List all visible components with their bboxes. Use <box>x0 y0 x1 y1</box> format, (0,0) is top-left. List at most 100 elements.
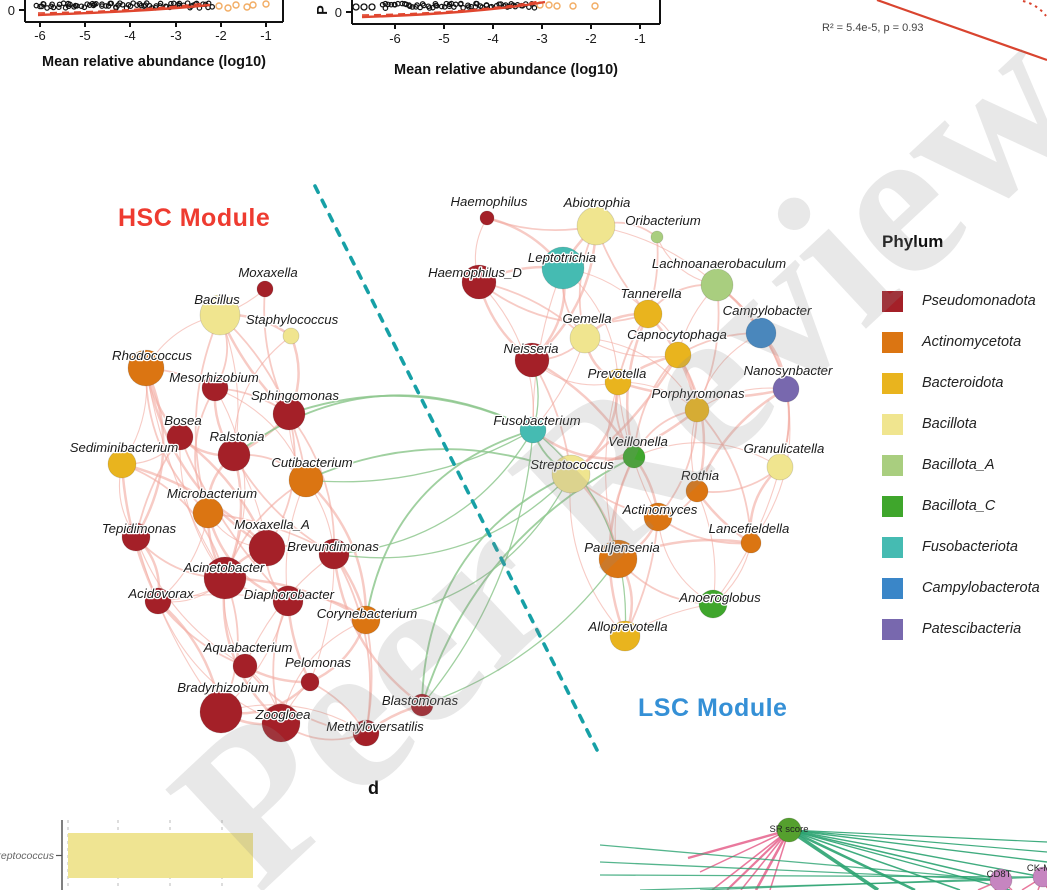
node-label: Rothia <box>681 468 719 483</box>
data-point-orange <box>243 3 251 11</box>
data-point-orange <box>569 2 577 10</box>
legend-swatch <box>882 495 903 517</box>
node-label: Blastomonas <box>382 693 459 708</box>
intra-module-edge <box>696 490 716 605</box>
positive-edge <box>788 829 1047 863</box>
bar-category-label: reptococcus <box>0 850 55 862</box>
network-node <box>144 587 172 615</box>
data-point-black <box>67 1 73 8</box>
network-node <box>700 268 734 302</box>
network-node <box>201 374 229 402</box>
network-node <box>541 246 585 290</box>
node-label: Oribacterium <box>625 213 700 228</box>
network-node <box>288 462 324 498</box>
inter-module-edge <box>365 473 572 621</box>
data-point-black <box>460 4 466 11</box>
network-node <box>772 375 800 403</box>
legend-item: Campylobacterota <box>882 577 1047 599</box>
data-point-black <box>40 1 47 7</box>
fit-line <box>37 3 211 17</box>
legend-label: Actinomycetota <box>922 334 1022 350</box>
legend-swatch <box>882 331 903 353</box>
inter-module-edge <box>305 429 534 483</box>
network-node <box>351 605 381 635</box>
legend-label: Bacillota <box>922 416 977 432</box>
node-label: Brevundimonas <box>287 539 379 554</box>
network-node <box>551 454 591 494</box>
legend-label: Bacteroidota <box>922 375 1004 391</box>
data-point-black <box>433 3 440 9</box>
x-tick-label: -5 <box>438 31 450 46</box>
y-tick-label: 0 <box>8 3 15 18</box>
x-tick-label: -2 <box>215 28 227 43</box>
inter-module-edge <box>288 394 534 431</box>
node-label: Capnocytophaga <box>627 327 727 342</box>
correlation-node <box>1032 866 1047 888</box>
fit-line-dashed <box>37 2 207 14</box>
inter-module-edge <box>421 558 619 706</box>
node-label: Tepidimonas <box>102 521 177 536</box>
positive-edge <box>788 829 1047 843</box>
negative-edge <box>726 829 790 890</box>
intra-module-edge <box>194 314 221 514</box>
node-label: Streptococcus <box>530 457 614 472</box>
data-point-black <box>379 1 386 8</box>
negative-edge <box>711 829 790 890</box>
data-point-black <box>531 5 538 11</box>
inter-module-edge <box>421 473 572 706</box>
node-label: Aquabacterium <box>203 640 293 655</box>
legend-label: Patescibacteria <box>922 621 1022 637</box>
legend-swatch <box>882 618 903 640</box>
node-label: Sphingomonas <box>251 388 339 403</box>
data-point-black <box>458 0 464 7</box>
network-node <box>650 230 664 244</box>
intra-module-edge <box>365 619 373 734</box>
node-label: Actinomyces <box>622 502 698 517</box>
lsc-module-label: LSC Module <box>638 694 788 722</box>
data-point-black <box>466 4 472 10</box>
network-node <box>684 397 710 423</box>
network-node <box>166 423 194 451</box>
inter-module-edge <box>421 456 635 706</box>
node-label: Lachnoanaerobaculum <box>652 256 786 271</box>
node-label: Haemophilus_D <box>428 265 522 280</box>
negative-edge <box>687 828 790 860</box>
data-point-orange <box>232 1 240 9</box>
data-point-black <box>78 3 85 10</box>
node-label: Cutibacterium <box>271 455 352 470</box>
network-node <box>107 449 137 479</box>
legend-item: Fusobacteriota <box>882 536 1047 558</box>
node-label: Abiotrophia <box>563 195 631 210</box>
legend-label: Fusobacteriota <box>922 539 1018 555</box>
inter-module-edge <box>305 448 572 481</box>
data-point-black <box>426 5 433 11</box>
regression-line <box>876 0 1047 62</box>
intra-module-edge <box>288 413 336 555</box>
positive-edge <box>788 829 1002 881</box>
x-tick-label: -1 <box>260 28 272 43</box>
negative-edge <box>699 829 790 873</box>
legend-item: Actinomycetota <box>882 331 1047 353</box>
legend-item: Pseudomonadota <box>882 290 1047 312</box>
node-label: Campylobacter <box>723 303 812 318</box>
legend-item: Patescibacteria <box>882 618 1047 640</box>
positive-edge <box>788 829 1047 853</box>
node-label: Microbacterium <box>167 486 257 501</box>
data-point-black <box>81 4 88 11</box>
network-node <box>698 589 728 619</box>
legend-swatch <box>882 413 903 435</box>
network-node <box>569 322 601 354</box>
intra-module-edge <box>584 337 698 411</box>
regression-annotation: R² = 5.4e-5, p = 0.93 <box>822 22 924 34</box>
network-node <box>318 538 350 570</box>
network-node <box>604 368 632 396</box>
node-label: Corynebacterium <box>317 606 417 621</box>
correlation-node-label: SR score <box>769 824 808 835</box>
node-label: Granulicatella <box>744 441 825 456</box>
data-point-orange <box>591 2 599 10</box>
data-point-black <box>168 0 174 7</box>
network-node <box>609 620 641 652</box>
